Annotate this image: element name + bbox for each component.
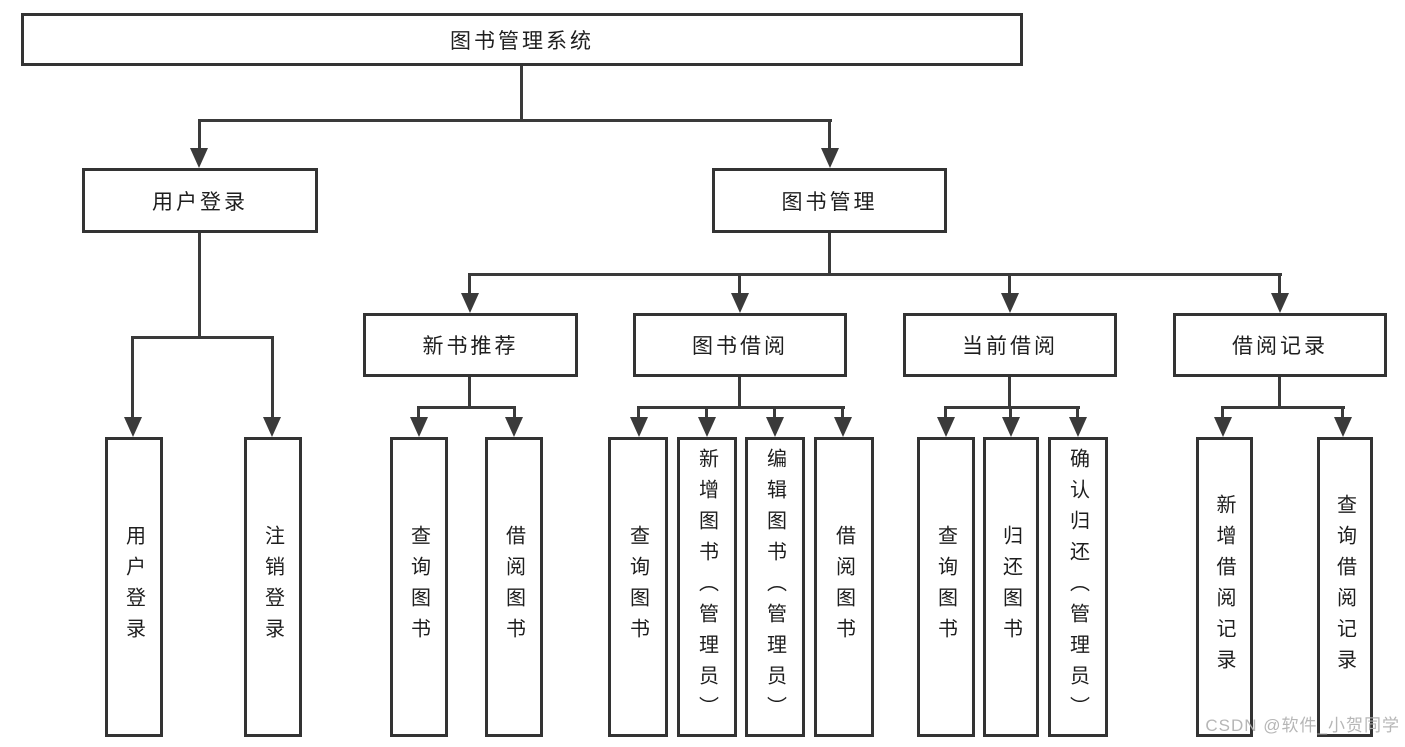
- connector-line: [417, 406, 516, 409]
- arrow-down-icon: [461, 293, 479, 313]
- connector-line: [1076, 406, 1079, 420]
- node-leaf-user-login: 用户登录: [105, 437, 163, 737]
- connector-line: [637, 406, 640, 420]
- connector-line: [828, 233, 831, 275]
- connector-line: [131, 336, 274, 339]
- arrow-down-icon: [731, 293, 749, 313]
- connector-line: [944, 406, 947, 420]
- connector-line: [417, 406, 420, 420]
- node-current-borrowing: 当前借阅: [903, 313, 1117, 377]
- arrow-down-icon: [698, 417, 716, 437]
- connector-line: [520, 66, 523, 121]
- arrow-down-icon: [1069, 417, 1087, 437]
- arrow-down-icon: [410, 417, 428, 437]
- arrow-down-icon: [1334, 417, 1352, 437]
- node-leaf-confirm-return-admin: 确认归还（管理员）: [1048, 437, 1108, 737]
- arrow-down-icon: [937, 417, 955, 437]
- arrow-down-icon: [1001, 293, 1019, 313]
- arrow-down-icon: [190, 148, 208, 168]
- arrow-down-icon: [1271, 293, 1289, 313]
- node-leaf-query-borrow-record: 查询借阅记录: [1317, 437, 1373, 737]
- connector-line: [738, 377, 741, 409]
- node-new-book-recommend: 新书推荐: [363, 313, 578, 377]
- arrow-down-icon: [630, 417, 648, 437]
- connector-line: [1278, 377, 1281, 409]
- node-leaf-return-books: 归还图书: [983, 437, 1039, 737]
- connector-line: [828, 119, 831, 151]
- node-leaf-add-borrow-record: 新增借阅记录: [1196, 437, 1253, 737]
- connector-line: [468, 377, 471, 409]
- arrow-down-icon: [766, 417, 784, 437]
- connector-line: [131, 336, 134, 419]
- arrow-down-icon: [1002, 417, 1020, 437]
- arrow-down-icon: [263, 417, 281, 437]
- node-leaf-borrow-books-borrowing: 借阅图书: [814, 437, 874, 737]
- node-borrowing-records: 借阅记录: [1173, 313, 1387, 377]
- connector-line: [841, 406, 844, 420]
- node-leaf-logout: 注销登录: [244, 437, 302, 737]
- node-user-login: 用户登录: [82, 168, 318, 233]
- arrow-down-icon: [124, 417, 142, 437]
- connector-line: [198, 119, 201, 151]
- connector-line: [271, 336, 274, 419]
- connector-line: [637, 406, 845, 409]
- connector-line: [513, 406, 516, 420]
- connector-line: [198, 233, 201, 338]
- node-leaf-query-books-borrowing: 查询图书: [608, 437, 668, 737]
- node-leaf-borrow-books-recommend: 借阅图书: [485, 437, 543, 737]
- connector-line: [1341, 406, 1344, 420]
- node-root: 图书管理系统: [21, 13, 1023, 66]
- node-book-management: 图书管理: [712, 168, 947, 233]
- connector-line: [1278, 273, 1281, 296]
- connector-line: [1008, 377, 1011, 409]
- node-book-borrowing: 图书借阅: [633, 313, 847, 377]
- connector-line: [738, 273, 741, 296]
- arrow-down-icon: [821, 148, 839, 168]
- arrow-down-icon: [834, 417, 852, 437]
- connector-line: [198, 119, 832, 122]
- node-leaf-query-books-recommend: 查询图书: [390, 437, 448, 737]
- node-leaf-edit-book-admin: 编辑图书（管理员）: [745, 437, 805, 737]
- watermark: CSDN @软件_小贺同学: [1205, 716, 1400, 735]
- connector-line: [1221, 406, 1224, 420]
- connector-line: [1008, 273, 1011, 296]
- arrow-down-icon: [505, 417, 523, 437]
- connector-line: [944, 406, 1080, 409]
- connector-line: [1009, 406, 1012, 420]
- connector-line: [468, 273, 1282, 276]
- connector-line: [705, 406, 708, 420]
- connector-line: [773, 406, 776, 420]
- connector-line: [468, 273, 471, 296]
- node-leaf-add-book-admin: 新增图书（管理员）: [677, 437, 737, 737]
- arrow-down-icon: [1214, 417, 1232, 437]
- connector-line: [1221, 406, 1345, 409]
- node-leaf-query-books-current: 查询图书: [917, 437, 975, 737]
